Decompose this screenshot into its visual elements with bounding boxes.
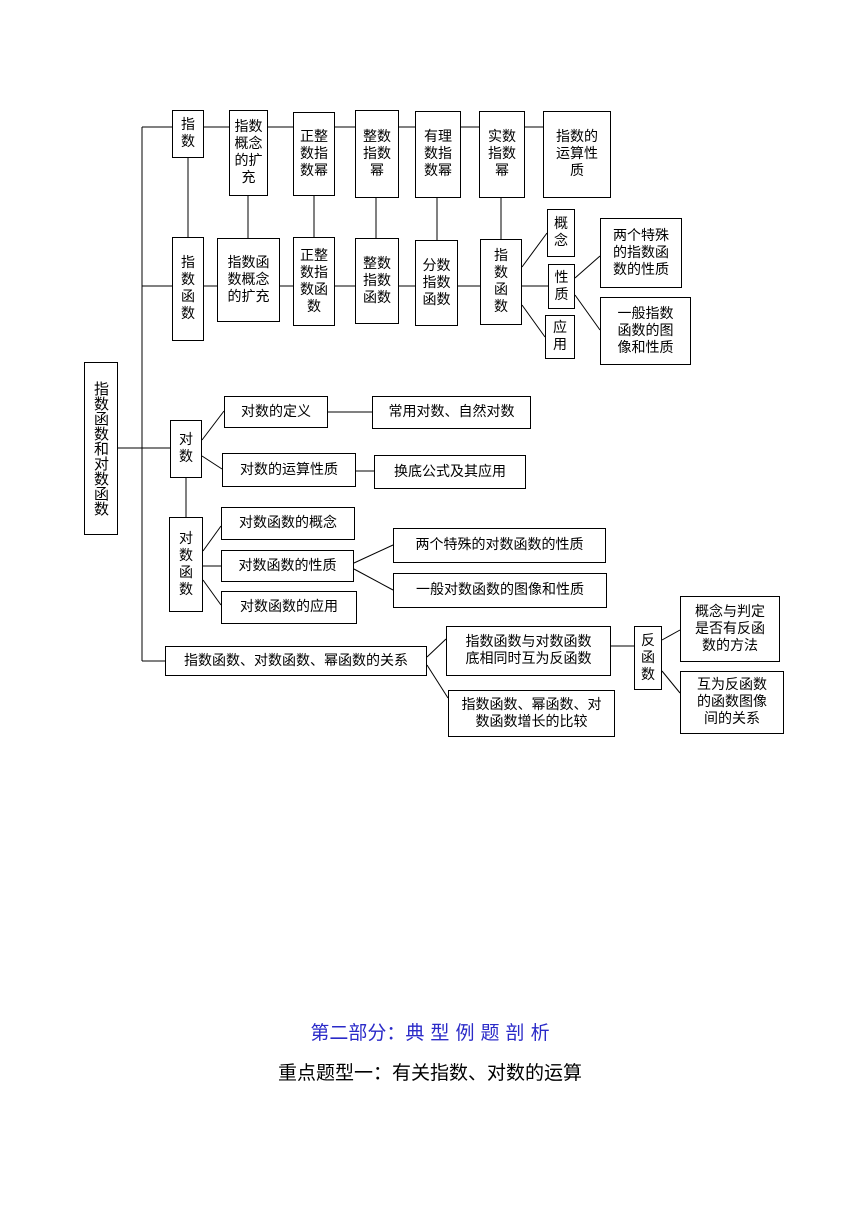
node-inverse-function: 反 函 数 <box>634 626 662 690</box>
node-common-natural-log: 常用对数、自然对数 <box>372 396 531 429</box>
node-integer-power: 整数 指数 幂 <box>355 110 399 198</box>
node-positive-integer-expfn: 正整 数指 数函 数 <box>293 237 335 326</box>
node-positive-integer-power: 正整 数指 数幂 <box>293 112 335 196</box>
node-two-special-expfn: 两个特殊 的指数函 数的性质 <box>600 218 682 288</box>
node-expfn-concept-extension: 指数函 数概念 的扩充 <box>217 238 280 322</box>
node-expfn-concept: 概 念 <box>547 209 575 257</box>
node-rational-power: 有理 数指 数幂 <box>415 111 461 198</box>
node-log-function: 对 数 函 数 <box>169 517 203 612</box>
node-general-logfn: 一般对数函数的图像和性质 <box>393 573 607 608</box>
node-exp-operation-rules: 指数的 运算性 质 <box>543 111 611 198</box>
node-logarithm: 对 数 <box>170 420 202 478</box>
node-real-power: 实数 指数 幂 <box>479 111 525 198</box>
node-logfn-concept: 对数函数的概念 <box>221 507 355 540</box>
node-growth-comparison: 指数函数、幂函数、对 数函数增长的比较 <box>448 690 615 737</box>
node-exponential-function: 指 数 函 数 <box>172 237 204 341</box>
subsection-heading: 重点题型一：有关指数、对数的运算 <box>277 1062 582 1084</box>
section-heading: 第二部分：典 型 例 题 剖 析 <box>310 1022 550 1044</box>
node-exponent: 指 数 <box>172 110 204 158</box>
node-general-expfn: 一般指数 函数的图 像和性质 <box>600 297 691 365</box>
node-logfn-application: 对数函数的应用 <box>221 591 357 624</box>
node-change-of-base: 换底公式及其应用 <box>374 455 526 489</box>
node-logfn-property: 对数函数的性质 <box>221 550 354 582</box>
node-inverse-pair: 指数函数与对数函数 底相同时互为反函数 <box>446 626 611 676</box>
node-exp-concept-extension: 指数 概念 的扩 充 <box>229 110 268 196</box>
node-expfn-property: 性 质 <box>548 264 575 309</box>
node-inverse-judgement: 概念与判定 是否有反函 数的方法 <box>680 596 780 662</box>
node-log-operation-rules: 对数的运算性质 <box>222 453 356 487</box>
node-expfn-application: 应 用 <box>545 315 575 359</box>
node-two-special-logfn: 两个特殊的对数函数的性质 <box>393 528 606 563</box>
node-integer-expfn: 整数 指数 函数 <box>355 238 399 324</box>
node-expfn-main: 指 数 函 数 <box>480 239 522 325</box>
node-inverse-graph-relation: 互为反函数 的函数图像 间的关系 <box>680 671 784 734</box>
root-node: 指数函数和对数函数 <box>84 362 118 535</box>
node-function-relation: 指数函数、对数函数、幂函数的关系 <box>165 646 427 676</box>
node-fraction-expfn: 分数 指数 函数 <box>415 240 458 326</box>
node-log-definition: 对数的定义 <box>224 396 328 428</box>
